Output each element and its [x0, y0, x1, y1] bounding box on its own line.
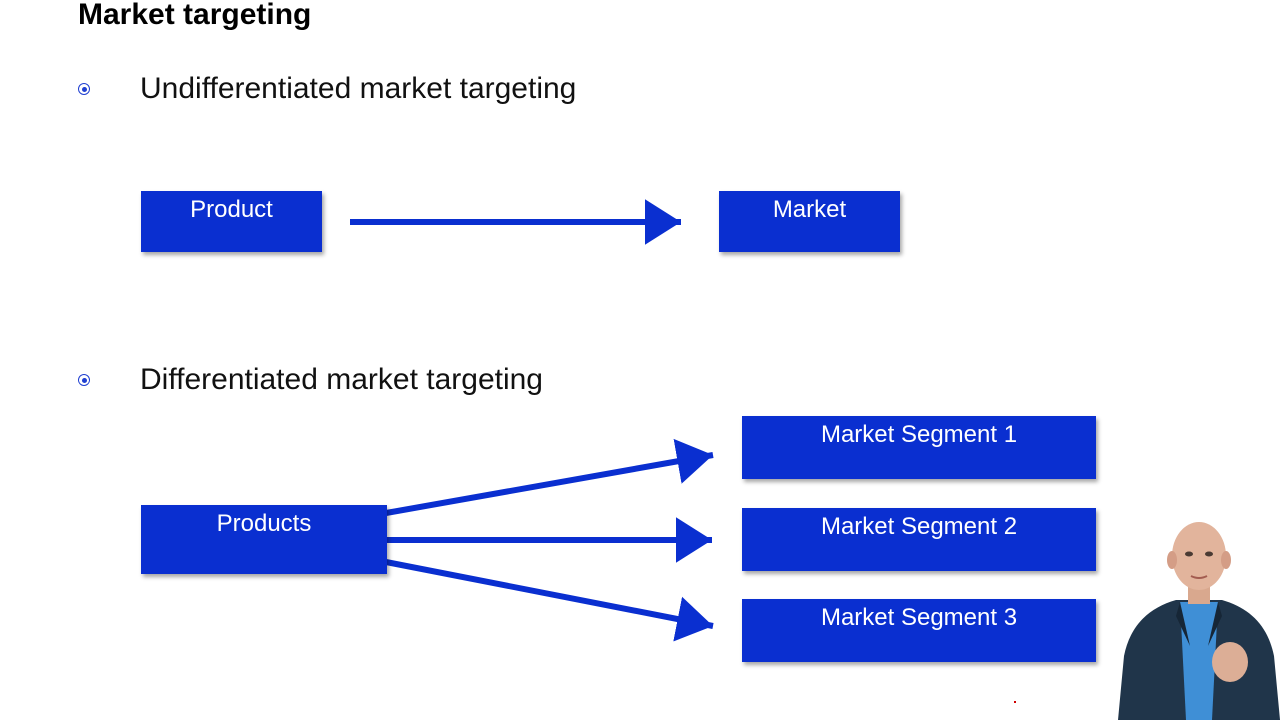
box-products: Products	[141, 505, 387, 574]
bullet-text: Differentiated market targeting	[140, 363, 543, 396]
bullet-item-undifferentiated: Undifferentiated market targeting	[78, 72, 576, 106]
presenter-shirt	[1180, 602, 1218, 720]
presenter-head	[1172, 522, 1226, 590]
bullet-text: Undifferentiated market targeting	[140, 72, 577, 105]
presenter-video-overlay	[1118, 522, 1280, 720]
box-product: Product	[141, 191, 322, 252]
bullet-icon	[78, 374, 90, 386]
presenter-hand	[1212, 642, 1248, 682]
bullet-icon	[78, 83, 90, 95]
laser-pointer-dot	[1014, 701, 1016, 703]
bullet-item-differentiated: Differentiated market targeting	[78, 363, 543, 397]
slide-title: Market targeting	[78, 0, 312, 31]
box-market-segment-3: Market Segment 3	[742, 599, 1096, 662]
box-market: Market	[719, 191, 900, 252]
box-market-segment-2: Market Segment 2	[742, 508, 1096, 571]
arrow-products-to-segment-1	[385, 438, 714, 516]
box-market-segment-1: Market Segment 1	[742, 416, 1096, 479]
arrow-products-to-segment-3	[385, 559, 714, 642]
